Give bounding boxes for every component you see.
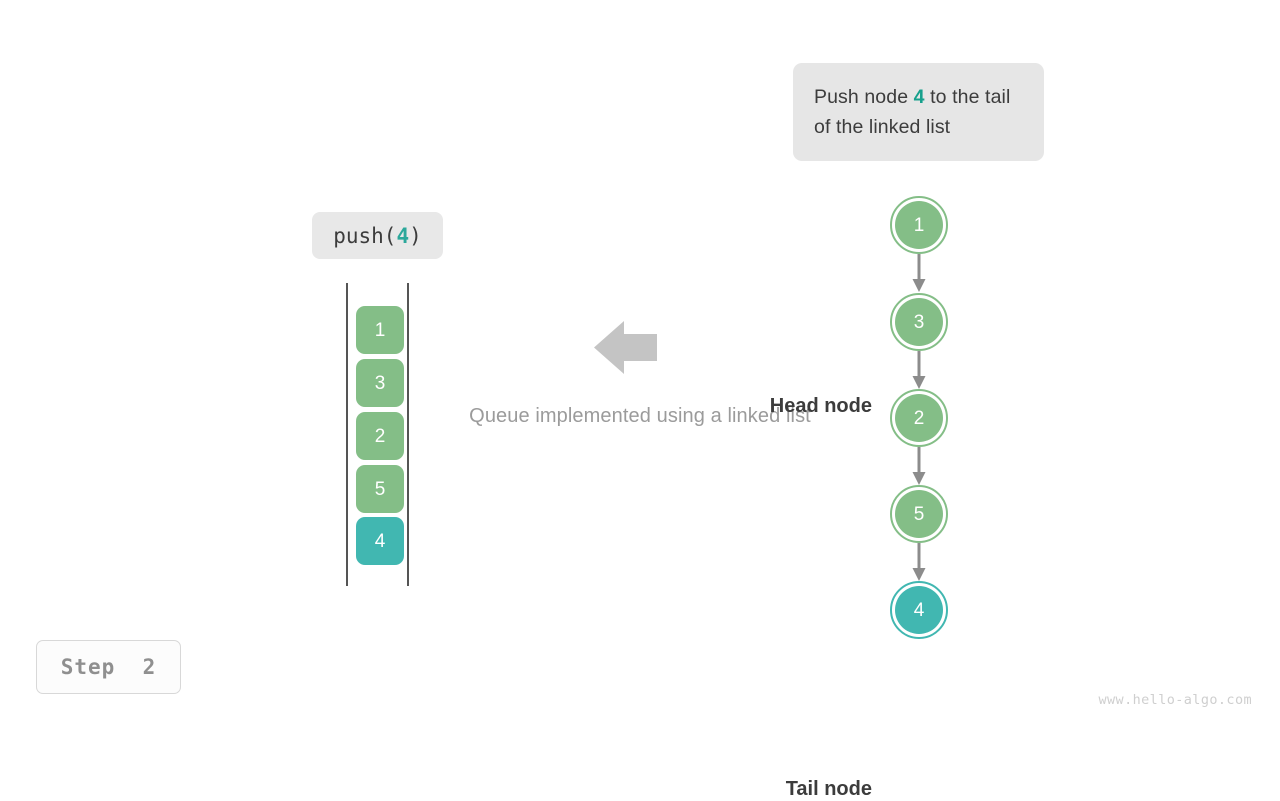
operation-close-paren: ) <box>409 223 422 248</box>
operation-open-paren: ( <box>383 223 397 248</box>
linked-list-node-value: 1 <box>913 214 925 236</box>
linked-list-node: 1 <box>890 196 948 254</box>
step-badge: Step 2 <box>36 640 181 694</box>
callout-text: Push node 4 to the tail of the linked li… <box>814 82 1023 142</box>
operation-chip: push(4) <box>312 212 443 259</box>
queue-cell-value: 1 <box>374 319 386 341</box>
operation-chip-text: push(4) <box>333 224 422 248</box>
linked-list-node-core: 1 <box>895 201 943 249</box>
linked-list-node-highlighted: 4 <box>890 581 948 639</box>
link-arrow-icon <box>912 351 926 390</box>
queue-cell-value: 4 <box>374 530 386 552</box>
head-node-label: Head node <box>769 395 872 417</box>
linked-list-node-value: 4 <box>913 599 925 621</box>
linked-list-node: 5 <box>890 485 948 543</box>
link-arrow-icon <box>912 543 926 582</box>
diagram-canvas: Push node 4 to the tail of the linked li… <box>36 63 1252 800</box>
watermark: www.hello-algo.com <box>1098 692 1252 708</box>
callout-bubble: Push node 4 to the tail of the linked li… <box>793 63 1044 161</box>
callout-text-after: to the tail of the linked list <box>814 86 1011 138</box>
link-arrow-icon <box>912 447 926 486</box>
callout-text-before: Push node <box>814 86 914 108</box>
linked-list-node-value: 2 <box>913 407 925 429</box>
queue-cell-highlighted: 4 <box>356 517 404 565</box>
linked-list-node: 3 <box>890 293 948 351</box>
queue-cell: 2 <box>356 412 404 460</box>
queue-cell: 1 <box>356 306 404 354</box>
linked-list-node-core: 5 <box>895 490 943 538</box>
linked-list-node-core: 3 <box>895 298 943 346</box>
queue-cell: 5 <box>356 465 404 513</box>
linked-list-group: Head node Tail node 1 3 <box>740 180 1000 800</box>
linked-list-node-core: 4 <box>895 586 943 634</box>
queue-cell-value: 5 <box>374 478 386 500</box>
queue-cell-value: 3 <box>374 372 386 394</box>
queue-array-column: 1 3 2 5 4 <box>340 283 415 586</box>
queue-rail-right <box>407 283 409 586</box>
step-badge-label: Step 2 <box>60 655 157 679</box>
callout-highlight-value: 4 <box>913 86 925 108</box>
linked-list-node-core: 2 <box>895 394 943 442</box>
queue-cell: 3 <box>356 359 404 407</box>
link-arrow-icon <box>912 254 926 293</box>
operation-name: push <box>333 223 384 248</box>
queue-cell-value: 2 <box>374 425 386 447</box>
linked-list-node: 2 <box>890 389 948 447</box>
operation-argument: 4 <box>396 223 410 248</box>
linked-list-node-value: 5 <box>913 503 925 525</box>
queue-rail-left <box>346 283 348 586</box>
linked-list-node-value: 3 <box>913 311 925 333</box>
left-block-arrow-icon <box>594 319 657 376</box>
tail-node-label: Tail node <box>785 778 872 800</box>
diagram-caption: Queue implemented using a linked list <box>469 405 811 427</box>
